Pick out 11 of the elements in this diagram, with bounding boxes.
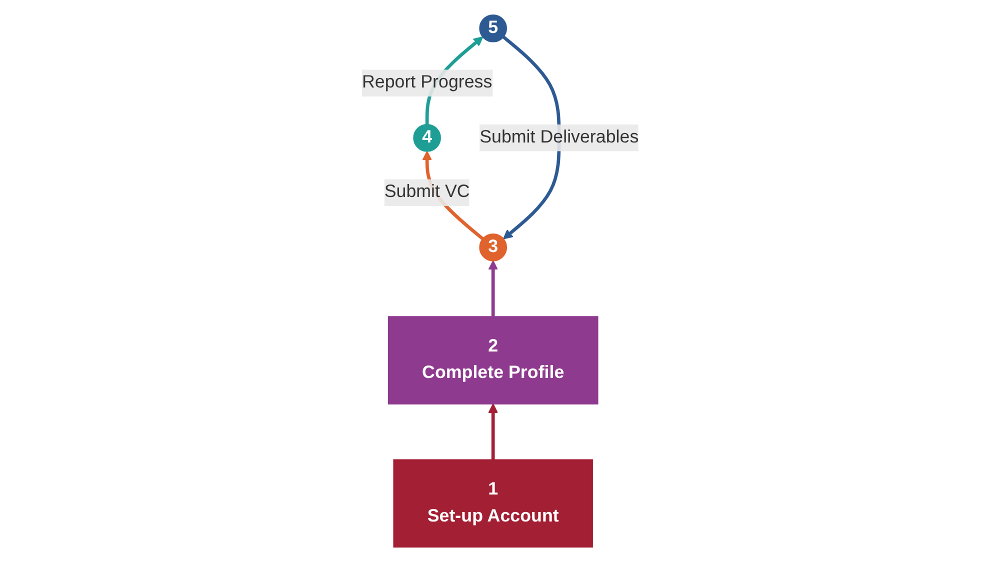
node-circle: 4 [412, 124, 441, 152]
node-circle: 5 [478, 14, 507, 42]
arrow [488, 403, 498, 460]
edge-label: Submit VC [384, 182, 470, 202]
node-circle: 3 [478, 234, 507, 262]
edge-label: Submit Deliverables [479, 128, 638, 147]
arrow [502, 36, 560, 240]
node-box: 2 Complete Profile [388, 316, 598, 404]
node-box: 1 Set-up Account [392, 459, 593, 548]
arrow [488, 260, 498, 317]
edge-label: Report Progress [362, 73, 492, 92]
